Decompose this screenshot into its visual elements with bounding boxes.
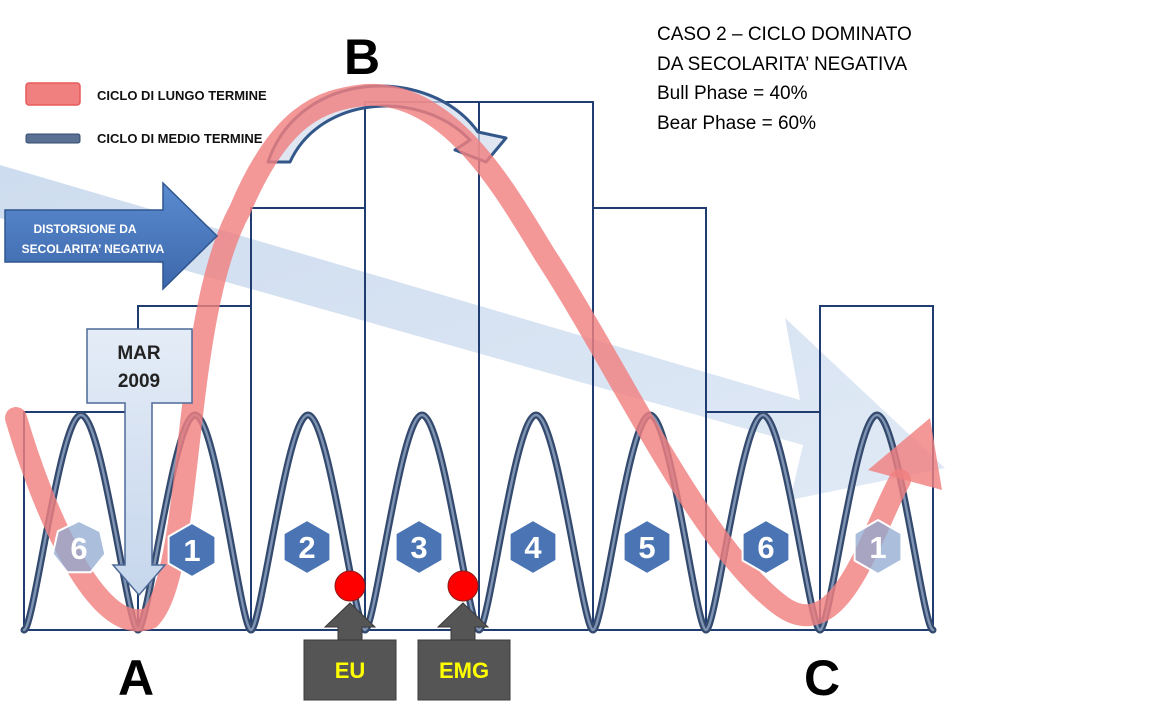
- callout-line-2: 2009: [118, 371, 160, 392]
- emg-marker-box: [417, 639, 511, 701]
- cycle-number-4: 3: [410, 530, 427, 565]
- cycle-number-6: 5: [638, 530, 655, 565]
- bull-phase-text: Bull Phase = 40%: [657, 83, 808, 104]
- cycle-number-1: 6: [70, 531, 87, 566]
- mar-2009-callout: [86, 328, 193, 597]
- point-label-b: B: [344, 29, 380, 85]
- medium-cycle-wave-highlight: [22, 413, 935, 632]
- eu-marker-label: EU: [335, 658, 366, 683]
- cycle-hexagon-4: [394, 518, 444, 576]
- secular-trend-arrow: [0, 165, 945, 500]
- bear-phase-text: Bear Phase = 60%: [657, 112, 816, 134]
- cycle-hexagon-7: [741, 518, 791, 576]
- point-label-c: C: [804, 650, 840, 706]
- eu-marker-dot: [334, 570, 366, 602]
- cycle-number-2: 1: [183, 533, 200, 568]
- distortion-line-1: DISTORSIONE DA: [33, 222, 136, 236]
- cycle-hexagon-2: [167, 521, 217, 579]
- cycle-number-hexagons: 6 1 2 3 4 5 6 1: [51, 518, 903, 579]
- cycle-number-3: 2: [298, 530, 315, 565]
- emg-marker-label: EMG: [439, 658, 489, 683]
- cycle-hexagon-6: [622, 518, 672, 576]
- cycle-hexagon-1: [51, 519, 107, 574]
- cycle-number-8: 1: [869, 530, 886, 565]
- legend-medium-term-swatch: [25, 133, 81, 144]
- distortion-arrow: [4, 181, 219, 291]
- case-info: CASO 2 – CICLO DOMINATO DA SECOLARITA’ N…: [657, 20, 912, 138]
- case-title-line-1: CASO 2 – CICLO DOMINATO: [657, 24, 912, 45]
- emg-marker-dot: [447, 570, 479, 602]
- legend-long-term-label: CICLO DI LUNGO TERMINE: [97, 88, 267, 103]
- cycle-number-5: 4: [524, 530, 542, 565]
- case-title-line-2: DA SECOLARITA’ NEGATIVA: [657, 53, 908, 75]
- cycle-hexagon-3: [282, 518, 332, 576]
- distortion-line-2: SECOLARITA’ NEGATIVA: [22, 242, 165, 256]
- cycle-hexagon-8: [853, 518, 903, 576]
- eu-marker-box: [303, 639, 397, 701]
- cycle-number-7: 6: [757, 530, 774, 565]
- eu-marker-arrow: [323, 602, 377, 641]
- callout-line-1: MAR: [117, 343, 161, 364]
- legend-long-term-swatch: [25, 82, 81, 106]
- cycle-hexagon-5: [508, 518, 558, 576]
- long-cycle-curve: [5, 83, 911, 632]
- emg-marker-arrow: [436, 602, 490, 641]
- legend-medium-term-label: CICLO DI MEDIO TERMINE: [97, 131, 263, 146]
- long-cycle-arrowhead: [868, 418, 942, 490]
- point-label-a: A: [118, 650, 154, 706]
